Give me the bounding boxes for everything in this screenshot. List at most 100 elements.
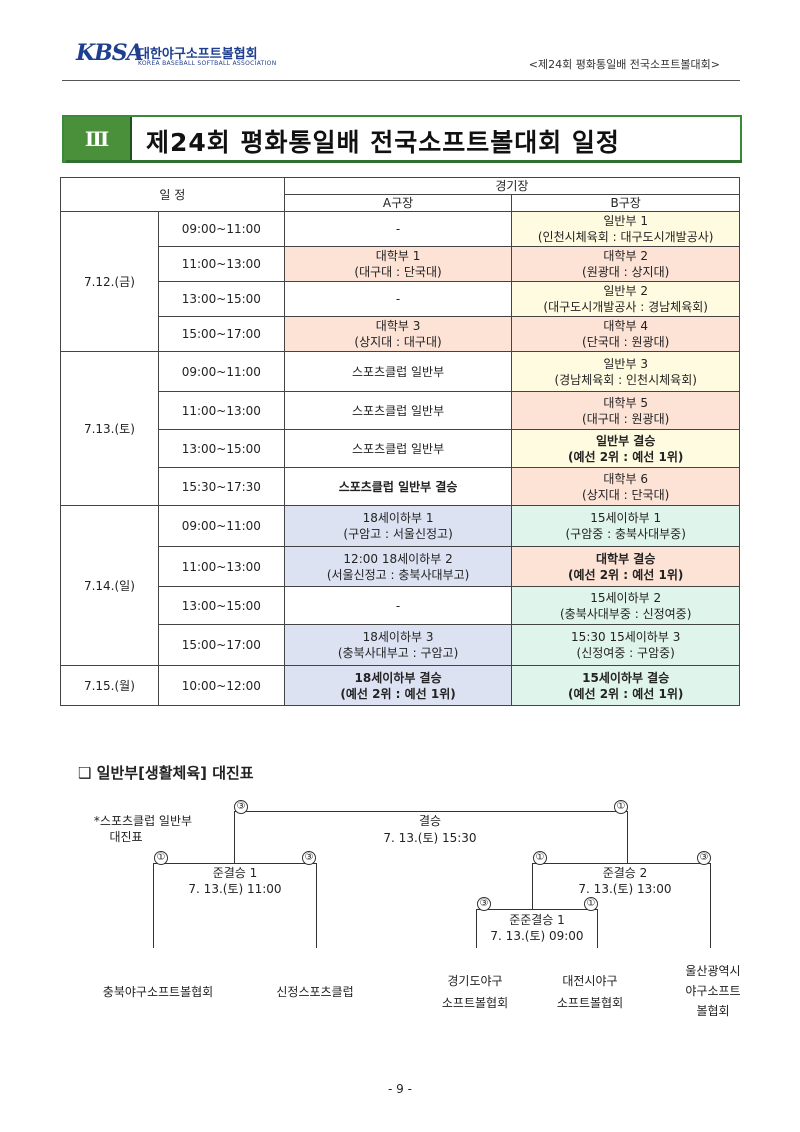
schedule-row: 13:00~15:00-15세이하부 2(충북사대부중 : 신정여중) xyxy=(61,586,740,625)
field-a-cell: 스포츠클럽 일반부 xyxy=(283,351,513,392)
team-name: 볼협회 xyxy=(696,1004,730,1018)
match-title: 12:00 18세이하부 2 xyxy=(343,551,453,566)
field-b-cell: 대학부 6(상지대 : 단국대) xyxy=(511,467,740,506)
qf-line xyxy=(476,909,598,910)
field-b-cell: 일반부 2 (대구도시개발공사 : 경남체육회) xyxy=(511,281,740,317)
section-number: Ⅲ xyxy=(64,117,132,161)
field-a-cell: 스포츠클럽 일반부 xyxy=(283,391,513,430)
semi1-right-drop xyxy=(316,863,317,948)
semi2-left-drop xyxy=(532,863,533,909)
match-teams: (예선 2위 : 예선 1위) xyxy=(567,686,684,701)
match-teams: (구암고 : 서울신정고) xyxy=(343,527,453,541)
field-a-cell: 18세이하부 1 (구암고 : 서울신정고) xyxy=(283,505,513,547)
final-left-drop xyxy=(234,811,235,863)
field-a-cell: - xyxy=(283,586,513,625)
match-teams: (대구대 : 원광대) xyxy=(582,411,670,426)
match-title: 일반부 3 xyxy=(603,356,648,371)
time-cell: 13:00~15:00 xyxy=(157,586,285,625)
qf-left-drop xyxy=(476,909,477,948)
match-teams: (충북사대부고 : 구암고) xyxy=(337,646,459,660)
match-title: 18세이하부 1 xyxy=(362,511,434,525)
match-title: 대학부 4 xyxy=(603,319,648,333)
match-title: 일반부 결승 xyxy=(595,433,656,448)
match-title: 18세이하부 결승 xyxy=(354,670,442,685)
match-teams: (구암중 : 충북사대부중) xyxy=(565,527,686,541)
bracket-note-line1: *스포츠클럽 일반부 xyxy=(93,814,193,828)
team-name: 대전시야구 xyxy=(562,974,618,988)
seed-badge: ① xyxy=(614,800,628,814)
field-b-cell: 일반부 1 (인천시체육회 : 대구도시개발공사) xyxy=(511,211,740,247)
match-title: 대학부 1 xyxy=(375,249,421,263)
semi2-right-drop xyxy=(710,863,711,948)
head-field-b: B구장 xyxy=(511,194,740,212)
team-name: 경기도야구 xyxy=(447,974,503,988)
schedule-row: 7.12.(금)09:00~11:00-일반부 1(인천시체육회 : 대구도시개… xyxy=(60,211,740,352)
field-a-cell: - xyxy=(283,281,513,317)
team-name: 소프트볼협회 xyxy=(556,996,624,1010)
time-cell: 10:00~12:00 xyxy=(157,665,285,706)
field-b-cell: 15세이하부 2(충북사대부중 : 신정여중) xyxy=(511,586,740,625)
match-teams: (예선 2위 : 예선 1위) xyxy=(567,567,684,582)
final-right-drop xyxy=(627,811,628,863)
semi1-line xyxy=(153,863,317,864)
seed-badge: ① xyxy=(533,851,547,865)
match-title: 15:30 15세이하부 3 xyxy=(571,630,681,644)
team-name: 소프트볼협회 xyxy=(441,996,509,1010)
seed-badge: ③ xyxy=(697,851,711,865)
match-teams: (인천시체육회 : 대구도시개발공사) xyxy=(537,230,714,244)
field-b-cell: 일반부 결승(예선 2위 : 예선 1위) xyxy=(511,429,740,468)
seed-badge: ① xyxy=(584,897,598,911)
logo-english-name: KOREA BASEBALL SOFTBALL ASSOCIATION xyxy=(138,60,277,67)
match-title: 스포츠클럽 일반부 xyxy=(352,441,445,456)
match-title: 일반부 1 xyxy=(603,214,648,228)
field-b-cell: 대학부 5(대구대 : 원광대) xyxy=(511,391,740,430)
time-cell: 13:00~15:00 xyxy=(157,281,285,317)
date-cell: 7.15.(월) xyxy=(60,665,159,706)
date-cell: 7.12.(금) xyxy=(60,211,159,352)
field-b-cell: 대학부 4(단국대 : 원광대) xyxy=(511,316,740,352)
schedule-table: 일 정 경기장 A구장 B구장 7.12.(금)09:00~11:00-일반부 … xyxy=(60,177,741,706)
match-title: 15세이하부 2 xyxy=(590,590,662,605)
semi2-line xyxy=(532,863,711,864)
match-title: 대학부 2 xyxy=(603,249,648,263)
kbsa-logo: KBSA 대한야구소프트볼협회 KOREA BASEBALL SOFTBALL … xyxy=(76,40,316,70)
match-title: 대학부 결승 xyxy=(595,551,656,566)
match-teams: (대구대 : 단국대) xyxy=(354,265,442,279)
field-a-cell: 대학부 3(상지대 : 대구대) xyxy=(283,316,513,352)
schedule-row: 13:00~15:00 스포츠클럽 일반부 일반부 결승(예선 2위 : 예선 1위… xyxy=(61,429,740,468)
header-event-name: <제24회 평화통일배 전국소프트볼대회> xyxy=(528,58,720,71)
section-title: 제24회 평화통일배 전국소프트볼대회 일정 xyxy=(146,128,620,157)
final-line xyxy=(234,811,628,812)
field-b-cell: 대학부 2 (원광대 : 상지대) xyxy=(511,246,740,282)
schedule-row: 13:00~15:00- 일반부 2 (대구도시개발공사 : 경남체육회) xyxy=(61,281,740,317)
time-cell: 11:00~13:00 xyxy=(157,246,285,282)
match-title: 스포츠클럽 일반부 xyxy=(352,403,445,418)
page-number: - 9 - xyxy=(388,1082,412,1096)
field-a-cell: 18세이하부 결승(예선 2위 : 예선 1위) xyxy=(283,665,513,706)
team-name: 울산광역시 xyxy=(685,964,741,978)
match-teams: (예선 2위 : 예선 1위) xyxy=(340,686,456,701)
match-teams: (대구도시개발공사 : 경남체육회) xyxy=(543,300,708,314)
head-field-a: A구장 xyxy=(283,194,513,212)
time-cell: 13:00~15:00 xyxy=(157,429,285,468)
field-a-cell: 스포츠클럽 일반부 xyxy=(283,429,513,468)
match-title: - xyxy=(395,222,401,236)
logo-korean-name: 대한야구소프트볼협회 xyxy=(138,47,258,62)
time-cell: 15:00~17:00 xyxy=(157,316,285,352)
time-cell: 09:00~11:00 xyxy=(157,351,285,392)
bracket-note-line2: 대진표 xyxy=(109,830,143,844)
match-title: 대학부 3 xyxy=(375,319,421,333)
field-b-cell: 일반부 3(경남체육회 : 인천시체육회) xyxy=(511,351,740,392)
match-teams: (서울신정고 : 충북사대부고) xyxy=(326,567,470,582)
semi2-date: 7. 13.(토) 13:00 xyxy=(578,882,672,896)
logo-mark: KBSA xyxy=(76,40,144,66)
bracket-heading: ❑ 일반부[생활체육] 대진표 xyxy=(78,764,254,782)
semi1-left-drop xyxy=(153,863,154,948)
team-name: 충북야구소프트볼협회 xyxy=(102,985,214,999)
match-title: 일반부 2 xyxy=(603,284,648,298)
match-teams: (원광대 : 상지대) xyxy=(582,265,670,279)
field-b-cell: 15세이하부 1(구암중 : 충북사대부중) xyxy=(511,505,740,547)
